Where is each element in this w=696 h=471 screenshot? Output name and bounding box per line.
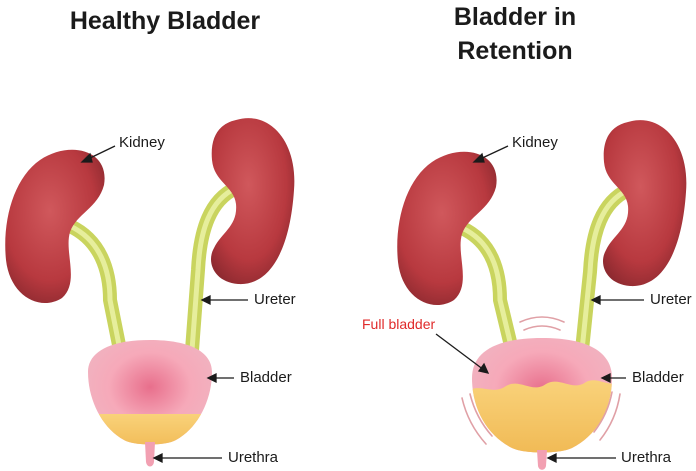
- label-right-urethra: Urethra: [621, 449, 672, 466]
- right-ureter-left-highlight: [459, 225, 515, 353]
- label-right-kidney: Kidney: [512, 134, 558, 151]
- label-left-bladder: Bladder: [240, 369, 292, 386]
- right-kidney-right: [603, 120, 687, 287]
- pressure-lines: [461, 316, 621, 445]
- right-urethra: [537, 450, 547, 470]
- title-bladder-in-retention: Bladder in Retention: [420, 0, 610, 68]
- title-right-line2: Retention: [457, 37, 573, 65]
- left-kidney-left: [5, 149, 105, 304]
- left-kidney-right: [211, 118, 295, 285]
- label-right-ureter: Ureter: [650, 291, 692, 308]
- right-kidney-left: [397, 151, 497, 306]
- label-left-ureter: Ureter: [254, 291, 296, 308]
- label-right-bladder: Bladder: [632, 369, 684, 386]
- left-ureter-right-highlight: [189, 185, 239, 353]
- right-urine: [472, 380, 612, 453]
- title-right-line1: Bladder in: [453, 3, 577, 31]
- right-ureter-right-highlight: [579, 187, 631, 353]
- label-left-kidney: Kidney: [119, 134, 165, 151]
- label-full-bladder: Full bladder: [362, 316, 436, 332]
- title-healthy-bladder: Healthy Bladder: [69, 7, 261, 35]
- label-left-urethra: Urethra: [228, 449, 279, 466]
- left-urethra: [145, 442, 155, 467]
- left-ureter-left-highlight: [67, 223, 123, 353]
